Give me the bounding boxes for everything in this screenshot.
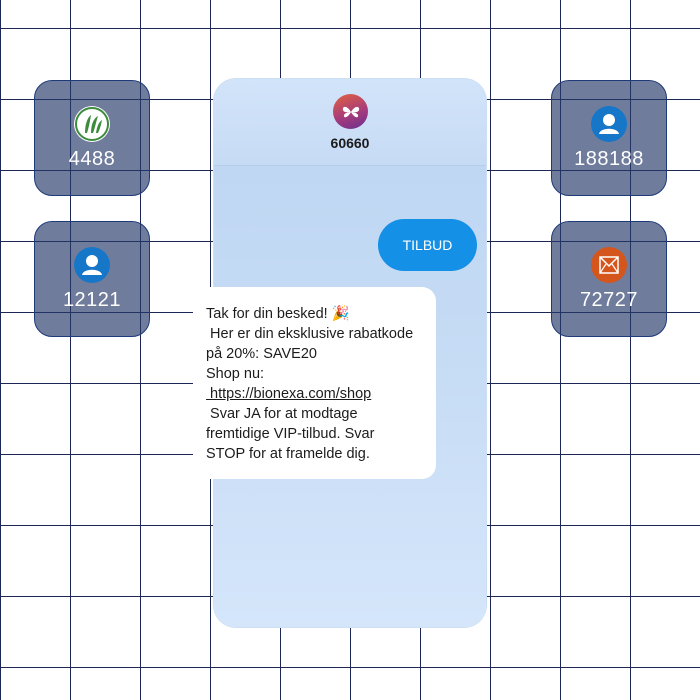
message-line: STOP for at framelde dig. — [206, 446, 370, 462]
contact-number: 188188 — [574, 148, 644, 170]
contact-number: 72727 — [579, 289, 639, 311]
message-line: Her er din eksklusive rabatkode — [206, 326, 414, 342]
contact-tile-4488[interactable]: 4488 — [34, 80, 150, 196]
incoming-message-bubble: Tak for din besked! 🎉 Her er din eksklus… — [193, 287, 436, 479]
message-line: Tak for din besked! 🎉 — [206, 306, 350, 322]
contact-number: 4488 — [68, 148, 116, 170]
message-line: fremtidige VIP-tilbud. Svar — [206, 426, 375, 442]
sender-number: 60660 — [330, 135, 370, 151]
user-avatar-icon — [591, 106, 627, 142]
contact-tile-72727[interactable]: 72727 — [551, 221, 667, 337]
message-line: Svar JA for at modtage — [206, 406, 358, 422]
user-avatar-icon — [74, 247, 110, 283]
contact-tile-188188[interactable]: 188188 — [551, 80, 667, 196]
contact-number: 12121 — [62, 289, 122, 311]
leaf-logo-icon — [74, 106, 110, 142]
contact-tile-12121[interactable]: 12121 — [34, 221, 150, 337]
envelope-logo-icon — [591, 247, 627, 283]
outgoing-message-bubble: TILBUD — [378, 219, 477, 271]
message-line: på 20%: SAVE20 — [206, 346, 317, 362]
butterfly-logo-icon — [333, 94, 368, 129]
conversation-header: 60660 — [214, 79, 486, 166]
message-line: Shop nu: — [206, 366, 265, 382]
shop-link[interactable]: https://bionexa.com/shop — [206, 386, 372, 402]
